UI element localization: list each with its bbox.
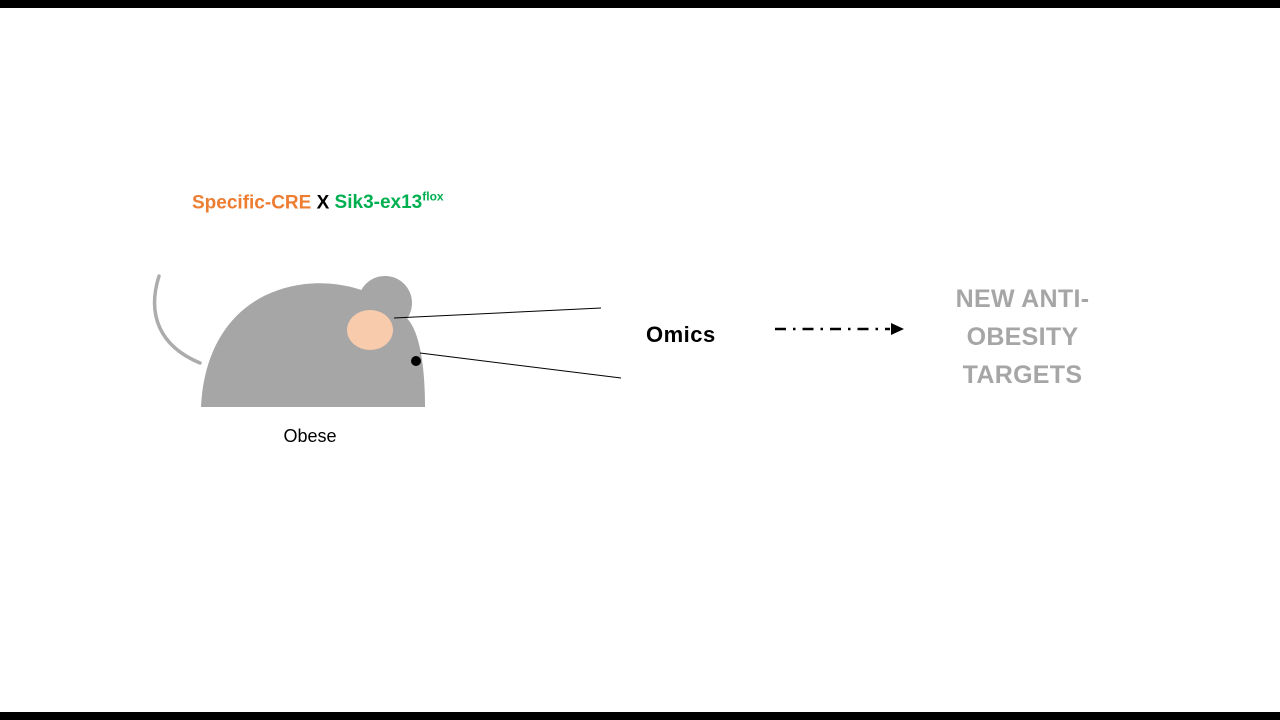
sik3-text: Sik3-ex13flox	[334, 190, 444, 214]
flox-superscript: flox	[422, 190, 444, 204]
genetic-cross-label: Specific-CRE X Sik3-ex13flox	[192, 190, 444, 214]
result-line-2: OBESITY	[966, 323, 1079, 351]
bottom-letterbox-bar	[0, 712, 1280, 720]
dash-dot-arrow	[775, 323, 904, 335]
leader-line-top	[393, 307, 602, 319]
specific-cre-text: Specific-CRE	[192, 192, 312, 214]
cross-separator-text: X	[311, 192, 335, 214]
omics-label: Omics	[646, 322, 716, 347]
top-letterbox-bar	[0, 0, 1280, 8]
mouse-tail	[152, 274, 202, 365]
result-line-3: TARGETS	[962, 361, 1083, 389]
arrow-head	[891, 323, 904, 335]
obese-mouse-figure	[152, 274, 622, 407]
mouse-ear-inner	[347, 310, 393, 350]
obese-caption: Obese	[283, 426, 337, 446]
result-line-1: NEW ANTI-	[955, 285, 1090, 313]
new-anti-obesity-targets-label: NEW ANTI- OBESITY TARGETS	[905, 280, 1140, 394]
leader-line-bottom	[419, 352, 622, 379]
mouse-eye	[411, 356, 421, 366]
